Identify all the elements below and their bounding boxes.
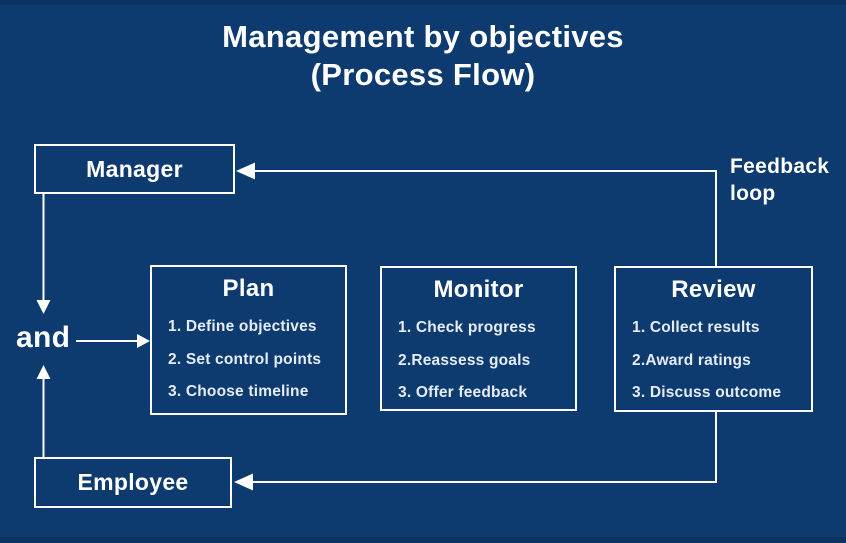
stage-box-plan: Plan 1. Define objectives 2. Set control… — [150, 265, 347, 415]
stage-item: 2. Set control points — [168, 350, 322, 368]
arrow-down-to-and-icon — [36, 300, 51, 314]
stage-item: 1. Check progress — [398, 319, 536, 336]
arrow-left-to-employee-icon — [234, 473, 253, 491]
stage-items-plan: 1. Define objectives 2. Set control poin… — [152, 311, 345, 409]
arrow-left-to-manager-icon — [236, 162, 255, 180]
feedback-loop-label: Feedback loop — [730, 153, 829, 207]
manager-box: Manager — [34, 144, 235, 194]
stage-title-plan: Plan — [222, 275, 275, 302]
top-edge-band — [0, 0, 846, 5]
bottom-edge-band — [0, 537, 846, 543]
feedback-bottom-line — [252, 412, 717, 483]
page-title: Management by objectives (Process Flow) — [0, 18, 846, 94]
stage-title-review: Review — [671, 276, 756, 303]
arrow-right-to-plan-icon — [137, 334, 150, 348]
stage-item: 3. Discuss outcome — [632, 384, 782, 401]
stage-box-review: Review 1. Collect results 2.Award rating… — [614, 266, 813, 412]
stage-title-monitor: Monitor — [433, 276, 524, 303]
arrow-up-to-and-icon — [36, 365, 51, 379]
page-title-line1: Management by objectives — [222, 19, 624, 54]
and-connector-label: and — [16, 321, 71, 354]
stage-box-monitor: Monitor 1. Check progress 2.Reassess goa… — [380, 266, 577, 411]
stage-item: 1. Collect results — [632, 319, 760, 336]
page-title-line2: (Process Flow) — [310, 57, 536, 92]
manager-label: Manager — [86, 155, 183, 182]
stage-item: 3. Choose timeline — [168, 383, 309, 400]
stage-item: 1. Define objectives — [168, 318, 317, 335]
feedback-loop-label-line1: Feedback — [730, 155, 830, 178]
employee-label: Employee — [77, 469, 189, 495]
stage-item: 3. Offer feedback — [398, 384, 528, 401]
employee-box: Employee — [34, 457, 232, 508]
feedback-top-line — [254, 170, 717, 266]
stage-item: 2.Award ratings — [632, 351, 752, 369]
feedback-loop-label-line2: loop — [730, 182, 776, 205]
stage-item: 2.Reassess goals — [398, 351, 531, 369]
stage-items-monitor: 1. Check progress 2.Reassess goals 3. Of… — [382, 312, 575, 410]
stage-items-review: 1. Collect results 2.Award ratings 3. Di… — [616, 312, 811, 410]
